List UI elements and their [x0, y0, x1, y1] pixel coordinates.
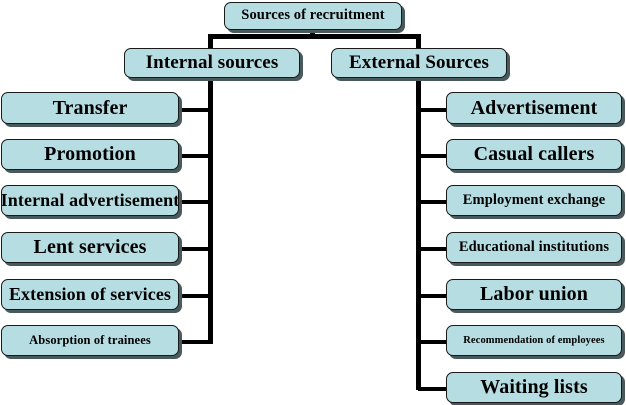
node-right-recommendation-of-employees[interactable]: Recommendation of employees	[446, 325, 622, 356]
node-right-labor-union[interactable]: Labor union	[446, 279, 622, 310]
connector-left-item-6	[178, 340, 210, 344]
node-right-educational-institutions[interactable]: Educational institutions	[446, 232, 622, 263]
node-left-transfer-label: Transfer	[52, 96, 128, 119]
node-external-sources-label: External Sources	[348, 52, 490, 74]
connector-left-item-3	[178, 200, 210, 204]
node-left-extension-of-services[interactable]: Extension of services	[1, 279, 179, 310]
connector-left-trunk	[208, 34, 213, 344]
node-internal-sources-label: Internal sources	[145, 52, 279, 74]
node-right-employment-exchange[interactable]: Employment exchange	[446, 185, 622, 216]
node-left-internal-advertisement-label: Internal advertisement	[1, 190, 179, 211]
node-left-promotion[interactable]: Promotion	[1, 139, 179, 170]
node-left-extension-of-services-label: Extension of services	[8, 284, 172, 305]
connector-left-item-2	[178, 154, 210, 158]
node-right-recommendation-of-employees-label: Recommendation of employees	[463, 334, 605, 346]
connector-right-trunk	[416, 34, 421, 390]
node-root-label: Sources of recruitment	[241, 7, 385, 24]
node-internal-sources[interactable]: Internal sources	[124, 48, 300, 78]
connector-left-item-5	[178, 294, 210, 298]
connector-right-item-6	[418, 340, 448, 344]
node-left-internal-advertisement[interactable]: Internal advertisement	[1, 185, 179, 216]
node-right-waiting-lists-label: Waiting lists	[480, 376, 588, 398]
node-right-casual-callers[interactable]: Casual callers	[446, 139, 622, 170]
connector-left-item-1	[178, 108, 210, 112]
connector-right-item-7	[418, 387, 448, 391]
node-right-educational-institutions-label: Educational institutions	[458, 238, 610, 255]
node-right-advertisement[interactable]: Advertisement	[446, 92, 622, 124]
node-right-advertisement-label: Advertisement	[470, 96, 598, 119]
node-left-absorption-of-trainees-label: Absorption of trainees	[29, 332, 151, 347]
node-right-labor-union-label: Labor union	[479, 283, 588, 305]
connector-right-item-2	[418, 154, 448, 158]
node-external-sources[interactable]: External Sources	[331, 48, 507, 78]
connector-left-item-4	[178, 247, 210, 251]
node-left-lent-services[interactable]: Lent services	[1, 232, 179, 263]
node-left-transfer[interactable]: Transfer	[1, 92, 179, 124]
node-root[interactable]: Sources of recruitment	[224, 2, 402, 30]
connector-right-item-3	[418, 200, 448, 204]
connector-root-bar	[208, 34, 421, 39]
connector-right-item-5	[418, 294, 448, 298]
node-left-absorption-of-trainees[interactable]: Absorption of trainees	[1, 325, 179, 356]
node-right-waiting-lists[interactable]: Waiting lists	[446, 372, 622, 403]
node-left-lent-services-label: Lent services	[33, 236, 147, 258]
node-right-employment-exchange-label: Employment exchange	[462, 191, 606, 208]
connector-right-item-4	[418, 247, 448, 251]
node-left-promotion-label: Promotion	[44, 143, 136, 165]
node-right-casual-callers-label: Casual callers	[473, 143, 595, 165]
connector-right-item-1	[418, 108, 448, 112]
